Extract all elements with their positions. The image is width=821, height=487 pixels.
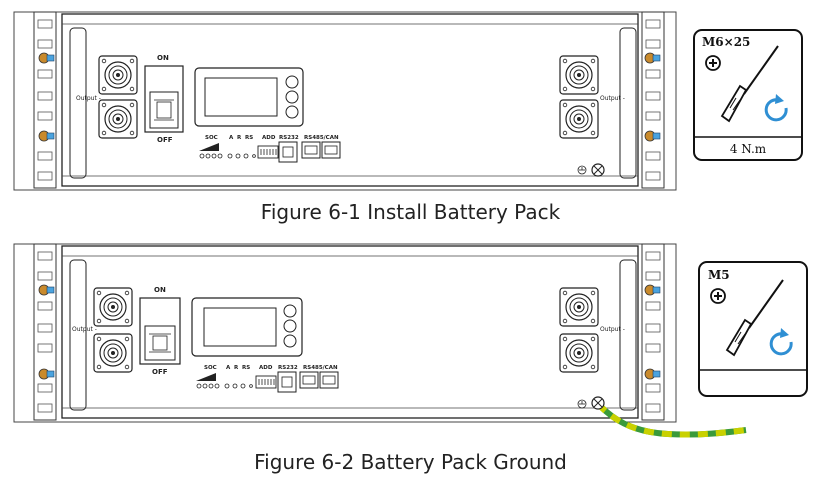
on-label: ON (154, 286, 166, 294)
soc-level-icon (199, 143, 219, 151)
can-port[interactable] (321, 141, 341, 159)
rs485-port[interactable] (301, 141, 321, 159)
output-label-left: Output - (76, 95, 101, 102)
indicator-label-add: ADD (262, 135, 276, 141)
display-button[interactable] (285, 90, 299, 104)
power-terminal (559, 287, 599, 327)
lock-bolt-icon (38, 368, 55, 380)
rs232-label: RS232 (279, 135, 299, 141)
lock-bolt-icon (644, 52, 661, 64)
ground-symbol-icon (577, 165, 587, 175)
status-led-row (199, 153, 256, 159)
lcd-screen (203, 307, 277, 347)
screw-spec-text: M5 (708, 268, 730, 282)
battery-pack-front-panel-2: Output - Output - ON OFF SOC A R RS ADD (13, 243, 747, 438)
rs232-port[interactable] (278, 141, 298, 163)
rotate-clockwise-icon (769, 328, 793, 356)
ground-screw-icon (591, 163, 605, 177)
lock-bolt-icon (38, 52, 55, 64)
indicator-label-r: R (237, 135, 242, 141)
indicator-label-a: A (226, 365, 231, 371)
lcd-screen (204, 77, 278, 117)
display-button[interactable] (285, 75, 299, 89)
plus-circle-icon (705, 55, 721, 71)
power-terminal (559, 55, 599, 95)
screw-spec-box-2: M5 (698, 261, 808, 397)
output-label-right: Output - (600, 326, 625, 333)
lock-bolt-icon (38, 130, 55, 142)
rs485-port[interactable] (299, 371, 319, 389)
rs232-port[interactable] (277, 371, 297, 393)
soc-label: SOC (205, 135, 218, 141)
indicator-label-a: A (229, 135, 234, 141)
off-label: OFF (152, 368, 168, 376)
lcd-display-frame (191, 297, 303, 357)
screwdriver-icon (720, 45, 779, 123)
lock-bolt-icon (644, 368, 661, 380)
battery-pack-front-panel-1: Output - Output - ON OFF SOC A R RS ADD (13, 11, 677, 191)
ground-screw-icon (591, 396, 605, 410)
lcd-display-frame (194, 67, 304, 127)
address-dip-switch[interactable] (257, 145, 279, 159)
power-terminal (93, 287, 133, 327)
address-dip-switch[interactable] (255, 375, 277, 389)
display-button[interactable] (283, 319, 297, 333)
screw-spec-box-1: M6×25 4 N.m (693, 29, 803, 161)
screwdriver-icon (725, 279, 784, 357)
plus-circle-icon (710, 288, 726, 304)
rotate-clockwise-icon (764, 94, 788, 122)
figure-1-caption: Figure 6-1 Install Battery Pack (260, 200, 561, 224)
lock-bolt-icon (644, 284, 661, 296)
soc-level-icon (196, 373, 216, 381)
screw-spec-text: M6×25 (702, 35, 750, 49)
display-button[interactable] (283, 304, 297, 318)
display-button[interactable] (285, 105, 299, 119)
output-label-left: Output - (72, 326, 97, 333)
indicator-label-r: R (234, 365, 239, 371)
rs485-can-label: RS485/CAN (303, 365, 338, 371)
power-terminal (559, 333, 599, 373)
off-label: OFF (157, 136, 173, 144)
rs485-can-label: RS485/CAN (304, 135, 339, 141)
output-label-right: Output - (600, 95, 625, 102)
on-label: ON (157, 54, 169, 62)
display-button[interactable] (283, 334, 297, 348)
power-terminal (559, 99, 599, 139)
rs232-label: RS232 (278, 365, 298, 371)
can-port[interactable] (319, 371, 339, 389)
lock-bolt-icon (644, 130, 661, 142)
breaker-switch[interactable] (144, 65, 184, 133)
power-terminal (98, 55, 138, 95)
power-terminal (98, 99, 138, 139)
soc-label: SOC (204, 365, 217, 371)
indicator-label-rs: RS (245, 135, 253, 141)
torque-value: 4 N.m (730, 142, 767, 156)
lock-bolt-icon (38, 284, 55, 296)
ground-wire (595, 401, 747, 438)
power-terminal (93, 333, 133, 373)
ground-symbol-icon (577, 399, 587, 409)
indicator-label-add: ADD (259, 365, 273, 371)
status-led-row (196, 383, 253, 389)
indicator-label-rs: RS (242, 365, 250, 371)
figure-2-caption: Figure 6-2 Battery Pack Ground (254, 450, 567, 474)
breaker-switch[interactable] (139, 297, 181, 365)
